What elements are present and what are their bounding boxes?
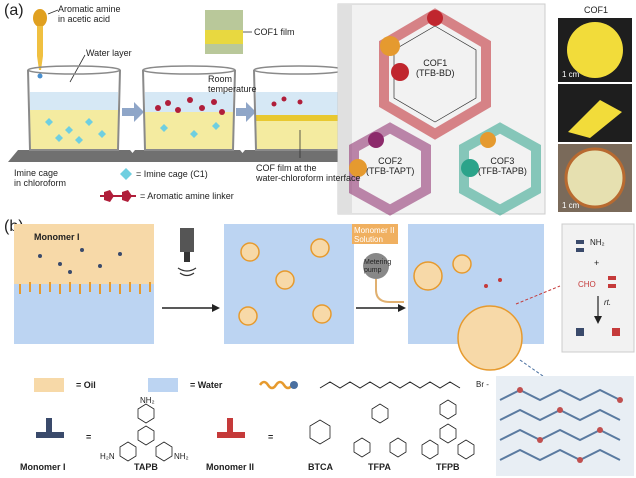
rt-label: rt. (604, 298, 612, 307)
tfpb-label: TFPB (436, 462, 460, 472)
water-swatch (148, 378, 178, 392)
panel-b-illustration (14, 223, 635, 476)
tfpa-label: TFPA (368, 462, 391, 472)
platform-3 (235, 150, 355, 162)
tapb-nh2-right: NH₂ (174, 452, 189, 461)
panel-a-label: (a) (4, 2, 24, 19)
arrow-2 (236, 102, 256, 122)
aromatic-amine-label: Aromatic amine in acetic acid (58, 4, 121, 24)
scale-bar-2: 1 cm (562, 201, 580, 210)
beaker-2 (142, 65, 236, 151)
cof1-label: COF1 (TFB-BD) (416, 58, 455, 78)
legend-water-label: = Water (190, 380, 223, 390)
oil-swatch (34, 378, 64, 392)
surfactant-formula-label: Br - (476, 380, 489, 389)
large-droplet (457, 305, 523, 371)
btca-structure (309, 419, 331, 445)
beaker-1 (27, 65, 121, 151)
plus-label: + (594, 258, 600, 268)
surfactant-icon (258, 380, 294, 390)
ultrasonic-probe-icon (177, 228, 197, 277)
linker-icon (100, 190, 136, 202)
monomer-ii-solution-box (352, 224, 398, 244)
tfpb-structure (421, 399, 475, 460)
legend-imine-cage: = Imine cage (C1) (136, 169, 208, 179)
cof1-hexagon (379, 8, 491, 140)
arrow-1 (122, 102, 144, 122)
eq-monomer-i: = (86, 432, 92, 442)
cho-label: CHO (578, 280, 596, 289)
cof3-label: COF3 (TFB-TAPB) (478, 156, 527, 176)
monomer-ii-solution-label: Monomer II Solution (354, 226, 395, 244)
platform-2 (125, 150, 250, 162)
tapb-label: TAPB (134, 462, 158, 472)
tapb-h2n-left: H₂N (100, 452, 115, 461)
monomer-i-icon (36, 418, 64, 438)
water-layer-label: Water layer (86, 48, 132, 58)
tapb-structure (119, 403, 173, 462)
cof-structure-box (337, 3, 546, 215)
room-temperature-label: Room temperature (208, 74, 257, 94)
imine-cage-chloroform-label: Imine cage in chloroform (14, 168, 67, 188)
eq-monomer-ii: = (268, 432, 274, 442)
aldehyde-monomer-icon (608, 276, 616, 288)
amine-monomer-icon (576, 240, 584, 252)
metering-pump-label: Metering pump (364, 259, 392, 274)
cof2-label: COF2 (TFB-TAPT) (366, 156, 415, 176)
btca-label: BTCA (308, 462, 333, 472)
scale-bar-1: 1 cm (562, 70, 580, 79)
photo-title: COF1 (584, 5, 609, 15)
monomer-ii-label: Monomer II (206, 462, 255, 472)
cof-film-interface-label: COF film at the water-chloroform interfa… (256, 163, 361, 183)
cof1-film-label: COF1 film (254, 27, 295, 37)
legend-oil-label: = Oil (76, 380, 96, 390)
metering-pump-icon (363, 253, 389, 279)
imine-cage-icon (120, 168, 132, 180)
panel-a-illustration (8, 3, 634, 216)
monomer-ii-icon (217, 418, 245, 438)
surfactant-formula-chain (319, 381, 461, 389)
monomer-i-label: Monomer I (20, 462, 66, 472)
tfpa-structure (353, 403, 407, 458)
tapb-nh2-top: NH₂ (140, 396, 155, 405)
legend-linker: = Aromatic amine linker (140, 191, 234, 201)
reaction-scheme-box (561, 223, 635, 353)
cof3-hexagon (459, 122, 541, 216)
platform-1 (8, 150, 140, 162)
cof2-hexagon (349, 122, 431, 216)
beaker-3 (253, 65, 345, 151)
nh2-label: NH₂ (590, 238, 605, 247)
monomer-i-label-top: Monomer I (34, 232, 80, 242)
